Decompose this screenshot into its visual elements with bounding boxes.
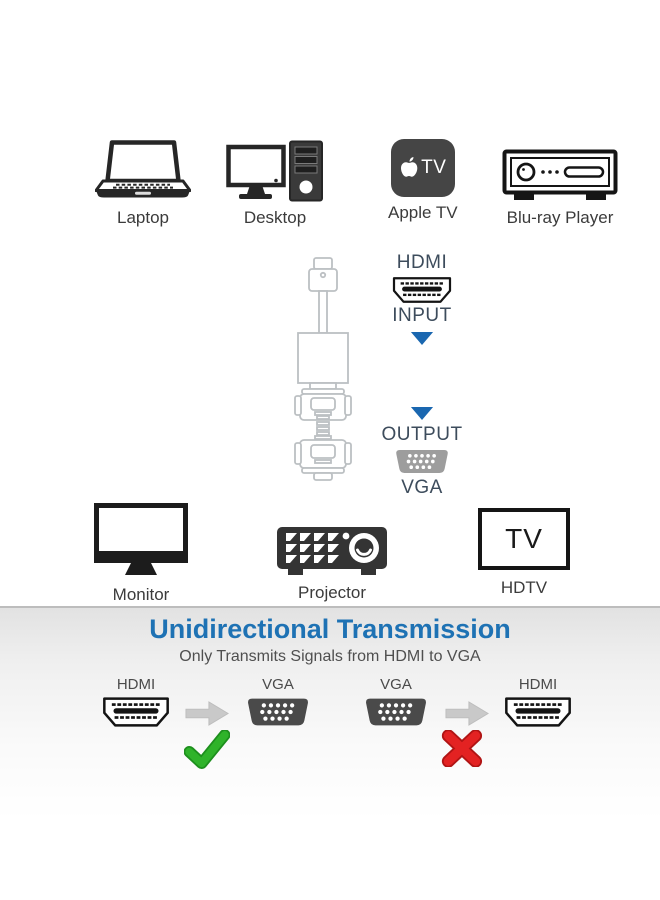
port-label: HDMI <box>518 676 558 693</box>
port-label: HDMI <box>116 676 156 693</box>
port-hdmi: HDMI <box>97 676 175 728</box>
transmission-blocked-group: VGA HDMI <box>357 676 577 767</box>
bluray-player-icon <box>502 149 618 200</box>
device-label: Desktop <box>243 208 307 227</box>
device-bluray-player: Blu-ray Player <box>502 149 618 228</box>
device-label: Monitor <box>112 585 170 604</box>
device-label: HDTV <box>500 578 548 597</box>
device-label: Apple TV <box>388 203 458 222</box>
banner-title: Unidirectional Transmission <box>149 614 511 644</box>
projector-icon <box>277 527 387 575</box>
monitor-icon <box>94 503 188 575</box>
hdmi-to-vga-adapter-illustration <box>294 257 352 481</box>
device-label: Laptop <box>117 208 169 227</box>
port-hdmi: HDMI <box>499 676 577 728</box>
vga-output-group: OUTPUT VGA <box>380 406 464 498</box>
vga-connector-icon <box>248 698 308 726</box>
arrow-down-icon <box>410 331 434 345</box>
device-apple-tv: TV Apple TV <box>388 139 458 223</box>
port-label: VGA <box>380 676 412 693</box>
check-icon <box>184 730 230 770</box>
device-label: Projector <box>297 583 367 602</box>
arrow-down-icon <box>410 407 434 420</box>
device-monitor: Monitor <box>94 503 188 605</box>
hdmi-connector-icon <box>505 697 571 727</box>
device-desktop: Desktop <box>226 140 324 228</box>
port-vga: VGA <box>357 676 435 728</box>
device-projector: Projector <box>276 520 388 603</box>
vga-connector-icon <box>366 698 426 726</box>
laptop-icon <box>95 140 191 198</box>
hdtv-icon: TV <box>478 508 570 570</box>
desktop-icon <box>226 140 323 202</box>
input-direction-label: INPUT <box>392 304 452 326</box>
hdmi-connector-icon <box>392 277 452 303</box>
apple-tv-icon-text: TV <box>421 157 447 178</box>
banner-subtitle: Only Transmits Signals from HDMI to VGA <box>179 648 481 665</box>
vga-connector-icon <box>396 449 448 473</box>
output-port-label: VGA <box>401 476 443 498</box>
apple-tv-icon: TV <box>390 139 455 197</box>
apple-logo-icon <box>401 157 418 177</box>
input-port-label: HDMI <box>396 252 448 273</box>
device-label: Blu-ray Player <box>506 208 614 227</box>
hdmi-connector-icon <box>103 697 169 727</box>
arrow-right-icon <box>185 701 229 726</box>
device-laptop: Laptop <box>95 140 191 228</box>
output-direction-label: OUTPUT <box>381 424 463 445</box>
port-vga: VGA <box>239 676 317 728</box>
hdmi-input-group: HDMI INPUT <box>382 253 462 346</box>
device-hdtv: TV HDTV <box>478 508 570 598</box>
unidirectional-banner: Unidirectional Transmission Only Transmi… <box>0 606 660 900</box>
arrow-right-icon <box>445 701 489 726</box>
port-label: VGA <box>262 676 294 693</box>
transmission-allowed-group: HDMI VGA <box>97 676 317 770</box>
cross-icon <box>441 730 483 767</box>
hdtv-screen-text: TV <box>505 523 543 554</box>
